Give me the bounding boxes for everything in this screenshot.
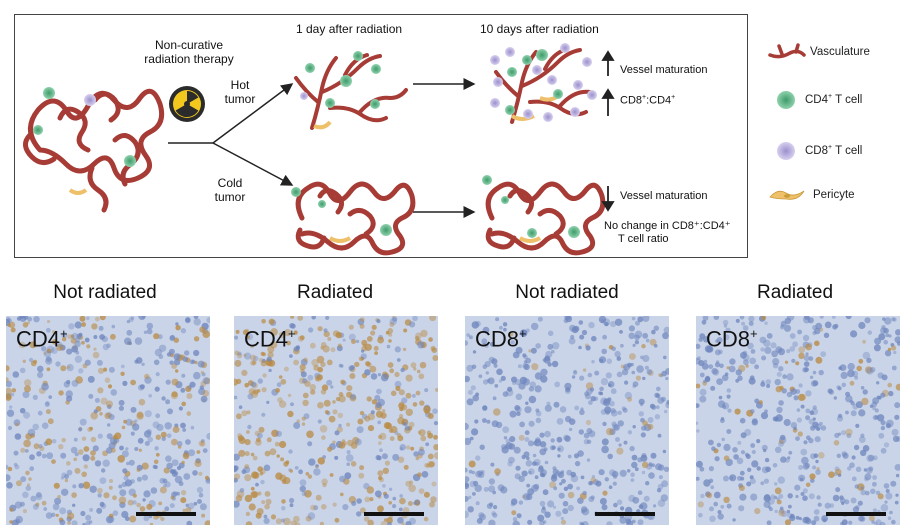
micrograph-cd8-not-radiated: CD8+ <box>465 316 669 525</box>
tissue-image <box>465 316 669 525</box>
cd8-cell-icon <box>777 142 795 160</box>
micrograph-cd4-radiated: CD4+ <box>234 316 438 525</box>
cd8-cell <box>84 94 96 106</box>
day10-label: 10 days after radiation <box>480 22 599 36</box>
outcome-arrows <box>601 50 615 212</box>
panel2-title: Radiated <box>296 282 374 303</box>
panel3-title: Not radiated <box>515 282 619 303</box>
initial-tumor-vasculature <box>23 88 165 213</box>
cold-day10-vasculature <box>485 181 606 256</box>
marker-label: CD8+ <box>475 326 527 352</box>
tissue-image <box>6 316 210 525</box>
cold-day1-vasculature <box>295 181 416 256</box>
hot-cd8-cd4-ratio: CD8+:CD4+ <box>620 94 676 107</box>
hot-day1-vasculature <box>294 53 408 130</box>
legend-vasculature: Vasculature <box>810 46 870 58</box>
cd4-cell <box>124 155 136 167</box>
cd4-cell <box>33 125 43 135</box>
day1-label: 1 day after radiation <box>296 22 403 36</box>
tissue-image <box>696 316 900 525</box>
marker-label: CD8+ <box>706 326 758 352</box>
day10-immune-cells <box>490 43 597 122</box>
radiation-icon <box>169 86 205 122</box>
legend-pericyte: Pericyte <box>813 189 855 201</box>
panel1-title: Not radiated <box>53 282 157 303</box>
hot-tumor-label: Hot tumor <box>224 78 256 106</box>
legend-graphics <box>768 43 806 200</box>
scale-bar <box>826 512 886 516</box>
micrograph-cd8-radiated: CD8+ <box>696 316 900 525</box>
cold-vessel-maturation: Vessel maturation <box>620 190 708 202</box>
scale-bar <box>136 512 196 516</box>
scale-bar <box>364 512 424 516</box>
legend-cd4: CD4+ T cell <box>805 93 863 106</box>
branch-arrows <box>168 78 476 218</box>
micrograph-cd4-not-radiated: CD4+ <box>6 316 210 525</box>
cd4-cell <box>43 87 55 99</box>
scale-bar <box>595 512 655 516</box>
cd4-cell-icon <box>777 91 795 109</box>
legend-cd8: CD8+ T cell <box>805 144 863 157</box>
tissue-image <box>234 316 438 525</box>
marker-label: CD4+ <box>16 326 68 352</box>
cold-ratio-note: No change in CD8⁺:CD4⁺ T cell ratio <box>604 220 731 245</box>
panel4-title: Radiated <box>756 282 834 303</box>
schematic-graphics <box>23 43 806 256</box>
marker-label: CD4+ <box>244 326 296 352</box>
therapy-label: Non-curative radiation therapy <box>144 38 234 66</box>
cold-tumor-label: Cold tumor <box>214 176 246 204</box>
vasculature-icon <box>768 43 806 59</box>
hot-vessel-maturation: Vessel maturation <box>620 64 708 76</box>
